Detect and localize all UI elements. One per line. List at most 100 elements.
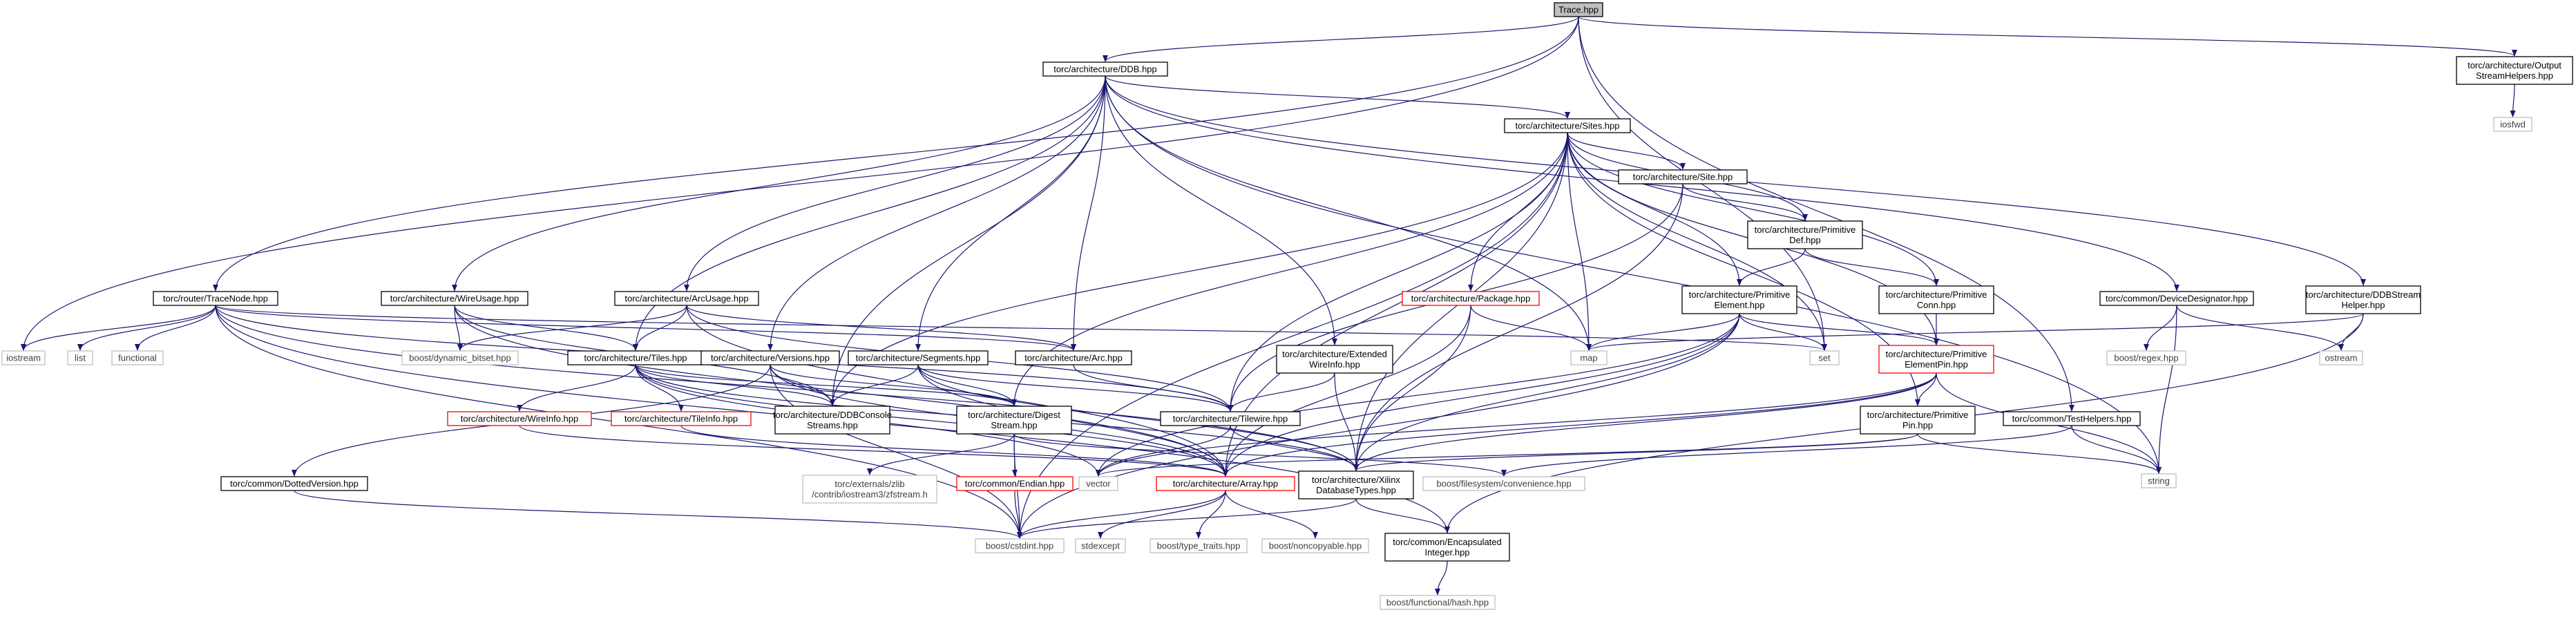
node-label-cstdint-0: boost/cstdint.hpp <box>986 541 1053 551</box>
node-box-string <box>2141 473 2177 488</box>
node-endian[interactable]: torc/common/Endian.hpp <box>956 476 1074 491</box>
edge-testhelpers-to-string <box>2071 425 2162 474</box>
node-box-tracenode <box>153 291 278 306</box>
edge-primpinelem-to-vector <box>1096 372 1937 477</box>
edge-ddb-to-versions <box>767 75 1106 351</box>
node-label-site-0: torc/architecture/Site.hpp <box>1633 172 1733 182</box>
edge-tracenode-to-arc <box>215 305 1076 351</box>
node-wireusage[interactable]: torc/architecture/WireUsage.hpp <box>381 291 528 306</box>
node-label-encapint-0: torc/common/Encapsulated <box>1393 537 1502 547</box>
node-label-iostream-0: iostream <box>6 353 41 363</box>
edge-tracenode-to-xilinxtypes <box>215 305 1359 471</box>
node-label-xilinxtypes-1: DatabaseTypes.hpp <box>1316 485 1396 495</box>
node-functional[interactable]: functional <box>111 350 164 365</box>
node-set[interactable]: set <box>1809 350 1840 365</box>
node-iostream[interactable]: iostream <box>1 350 46 365</box>
node-outstream[interactable]: torc/architecture/OutputStreamHelpers.hp… <box>2456 56 2573 85</box>
edge-wireusage-to-tiles <box>454 305 638 351</box>
edge-segments-to-ddbconsole <box>830 364 919 406</box>
node-regex[interactable]: boost/regex.hpp <box>2106 350 2186 365</box>
node-primpinelem[interactable]: torc/architecture/PrimitiveElementPin.hp… <box>1878 345 1994 374</box>
edge-package-to-array <box>1223 305 1471 477</box>
node-typetraits[interactable]: boost/type_traits.hpp <box>1149 538 1248 553</box>
node-tracenode[interactable]: torc/router/TraceNode.hpp <box>153 291 278 306</box>
edge-site-to-xilinxtypes <box>1353 183 1683 471</box>
node-array[interactable]: torc/architecture/Array.hpp <box>1156 476 1295 491</box>
node-tileinfo[interactable]: torc/architecture/TileInfo.hpp <box>611 411 752 426</box>
node-testhelpers[interactable]: torc/common/TestHelpers.hpp <box>2003 411 2141 426</box>
node-stdexcept[interactable]: stdexcept <box>1075 538 1126 553</box>
node-vector[interactable]: vector <box>1078 476 1118 491</box>
node-box-primelem <box>1681 285 1797 314</box>
node-box-ddbstream <box>2305 285 2421 314</box>
node-tiles[interactable]: torc/architecture/Tiles.hpp <box>567 350 704 365</box>
node-box-arc <box>1015 350 1132 365</box>
edge-segments-to-xilinxtypes <box>917 364 1359 471</box>
node-dottedver[interactable]: torc/common/DottedVersion.hpp <box>220 476 368 491</box>
node-segments[interactable]: torc/architecture/Segments.hpp <box>848 350 989 365</box>
node-arc[interactable]: torc/architecture/Arc.hpp <box>1015 350 1132 365</box>
edge-primdef-to-primelem <box>1737 248 1806 286</box>
node-label-primdef-1: Def.hpp <box>1789 235 1821 245</box>
node-zfstream[interactable]: torc/externals/zlib/contrib/iostream3/zf… <box>802 475 937 504</box>
node-noncopyable[interactable]: boost/noncopyable.hpp <box>1261 538 1369 553</box>
node-cstdint[interactable]: boost/cstdint.hpp <box>975 538 1065 553</box>
node-tilewire[interactable]: torc/architecture/Tilewire.hpp <box>1160 411 1301 426</box>
edge-sites-to-primconn <box>1567 132 1939 286</box>
node-wireinfo[interactable]: torc/architecture/WireInfo.hpp <box>447 411 592 426</box>
edge-arc-to-tilewire <box>1073 364 1233 412</box>
node-box-ostream <box>2319 350 2363 365</box>
node-label-devdes-0: torc/common/DeviceDesignator.hpp <box>2106 294 2248 304</box>
node-package[interactable]: torc/architecture/Package.hpp <box>1402 291 1540 306</box>
edge-primelem-to-vector <box>1096 313 1740 477</box>
node-dynbitset[interactable]: boost/dynamic_bitset.hpp <box>401 350 519 365</box>
node-sites[interactable]: torc/architecture/Sites.hpp <box>1504 118 1631 133</box>
edge-ddb-to-extwire <box>1105 75 1337 345</box>
node-label-extwire-1: WireInfo.hpp <box>1309 359 1360 370</box>
edge-sites-to-set <box>1567 132 1827 351</box>
node-arcusage[interactable]: torc/architecture/ArcUsage.hpp <box>614 291 759 306</box>
node-site[interactable]: torc/architecture/Site.hpp <box>1618 169 1748 184</box>
node-box-wireinfo <box>447 411 592 426</box>
edge-ddb-to-segments <box>915 75 1106 351</box>
node-label-functional-0: functional <box>118 353 157 363</box>
edge-extwire-to-xilinxtypes <box>1334 372 1359 471</box>
node-list[interactable]: list <box>67 350 93 365</box>
node-versions[interactable]: torc/architecture/Versions.hpp <box>700 350 840 365</box>
node-ddb[interactable]: torc/architecture/DDB.hpp <box>1042 61 1168 77</box>
node-box-map <box>1570 350 1607 365</box>
node-box-arcusage <box>614 291 759 306</box>
edge-arcusage-to-dynbitset <box>457 305 687 351</box>
node-box-outstream <box>2456 56 2573 85</box>
node-boosthash[interactable]: boost/functional/hash.hpp <box>1380 595 1496 610</box>
edge-tiles-to-digest <box>635 364 1017 406</box>
node-label-vector-0: vector <box>1086 479 1111 489</box>
node-iosfwd[interactable]: iosfwd <box>2493 117 2532 132</box>
node-fsconv[interactable]: boost/filesystem/convenience.hpp <box>1422 476 1585 491</box>
node-trace[interactable]: Trace.hpp <box>1554 2 1603 17</box>
edge-tilewire-to-vector <box>1096 425 1231 477</box>
edge-trace-to-tracenode <box>213 16 1579 292</box>
edge-site-to-primdef <box>1682 183 1808 221</box>
edge-trace-to-iostream <box>21 16 1579 351</box>
node-map[interactable]: map <box>1570 350 1607 365</box>
node-xilinxtypes[interactable]: torc/architecture/XilinxDatabaseTypes.hp… <box>1298 470 1414 499</box>
edge-primelem-to-map <box>1586 313 1740 351</box>
node-label-primconn-0: torc/architecture/Primitive <box>1886 289 1987 300</box>
node-string[interactable]: string <box>2141 473 2177 488</box>
edge-sites-to-primelem <box>1567 132 1742 286</box>
node-devdes[interactable]: torc/common/DeviceDesignator.hpp <box>2099 291 2254 306</box>
node-label-stdexcept-0: stdexcept <box>1081 541 1120 551</box>
node-box-endian <box>956 476 1074 491</box>
node-ostream[interactable]: ostream <box>2319 350 2363 365</box>
